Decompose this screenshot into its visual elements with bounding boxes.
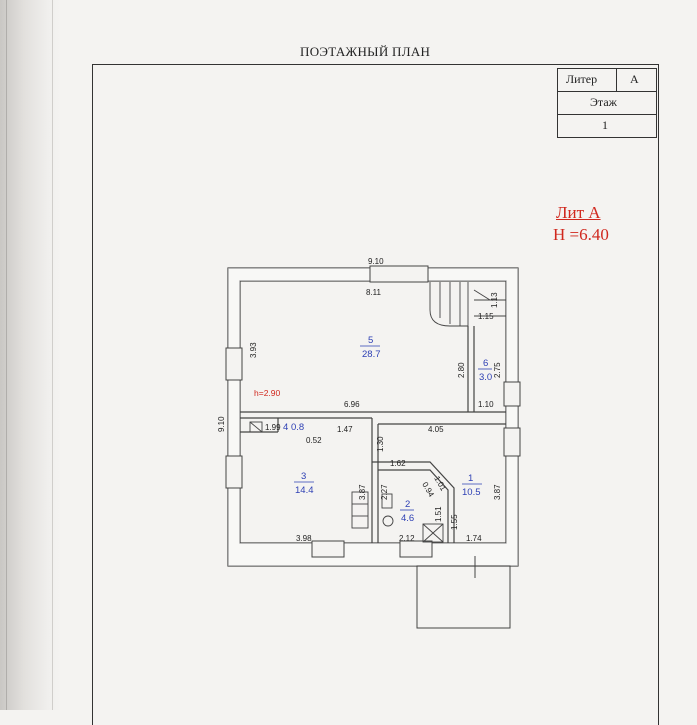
page-title: ПОЭТАЖНЫЙ ПЛАН [300,44,431,59]
dim-label: 2.27 [380,484,389,500]
room-number: 6 [483,358,488,369]
room-area: 28.7 [362,349,381,360]
room-number: 2 [405,499,410,510]
lit-label: Лит А [556,203,601,222]
floor-plan: 9.10 8.11 1.13 1.15 3.93 2.80 2.75 6.96 … [217,257,521,629]
room-number: 1 [468,473,473,484]
room-number: 5 [368,335,373,346]
dim-label: 3.98 [296,534,312,543]
dim-label: 1.99 [265,423,281,432]
room-area: 10.5 [462,487,481,498]
room-labels: 5 28.7 6 3.0 4 0.8 3 14.4 2 4.6 1 10.5 [283,335,492,524]
height-label: H =6.40 [553,225,609,244]
spine-edge [6,0,7,710]
dim-label: 1.47 [337,425,353,434]
dim-label: 6.96 [344,400,360,409]
stamp-row-floor-label: Этаж [558,92,656,115]
stamp-row-floor-value: 1 [558,115,656,137]
room-number: 4 [283,422,288,433]
exterior-walls [227,267,519,567]
windows [225,265,521,558]
liter-value: А [630,72,639,86]
dim-label: 8.11 [366,288,382,297]
dim-label: 1.30 [376,436,385,452]
staircase [429,282,506,327]
liter-label: Литер [566,72,598,86]
room-area: 14.4 [295,485,314,496]
room-area: 0.8 [291,422,304,433]
dim-label: 0.52 [306,436,322,445]
dim-label: 1.55 [450,514,459,530]
dim-label: 1.13 [490,292,499,308]
floor-label: Этаж [590,95,617,109]
dim-label: 1.74 [466,534,482,543]
dim-label: 2.75 [493,362,502,378]
dimensions: 9.10 8.11 1.13 1.15 3.93 2.80 2.75 6.96 … [217,257,502,543]
dim-label: 1.10 [478,400,494,409]
porch [416,565,511,629]
ceiling-height-note: h=2.90 [254,388,281,398]
room-area: 3.0 [479,372,492,383]
stamp-divider [616,69,617,91]
wall-fill [228,268,518,566]
dim-label: 3.93 [249,342,258,358]
dim-label: 1.62 [390,459,406,468]
dim-label: 2.80 [457,362,466,378]
dim-label: 9.10 [368,257,384,266]
dim-label: 9.10 [217,416,226,432]
dim-label: 1.15 [478,312,494,321]
dim-label: 3.87 [493,484,502,500]
drawing-frame [92,64,659,725]
room-area: 4.6 [401,513,414,524]
dim-label: 2.12 [399,534,415,543]
room-number: 3 [301,471,306,482]
floor-value: 1 [602,118,608,132]
spine-fold [52,0,53,710]
dim-label: 1.51 [434,506,443,522]
dim-label: 4.05 [428,425,444,434]
stamp-row-liter: Литер А [558,69,656,92]
title-block: Литер А Этаж 1 [557,68,657,138]
book-binding-shadow [0,0,60,710]
fixtures [249,421,444,543]
dim-label: 3.87 [358,484,367,500]
dim-label: 0.94 [420,481,436,499]
